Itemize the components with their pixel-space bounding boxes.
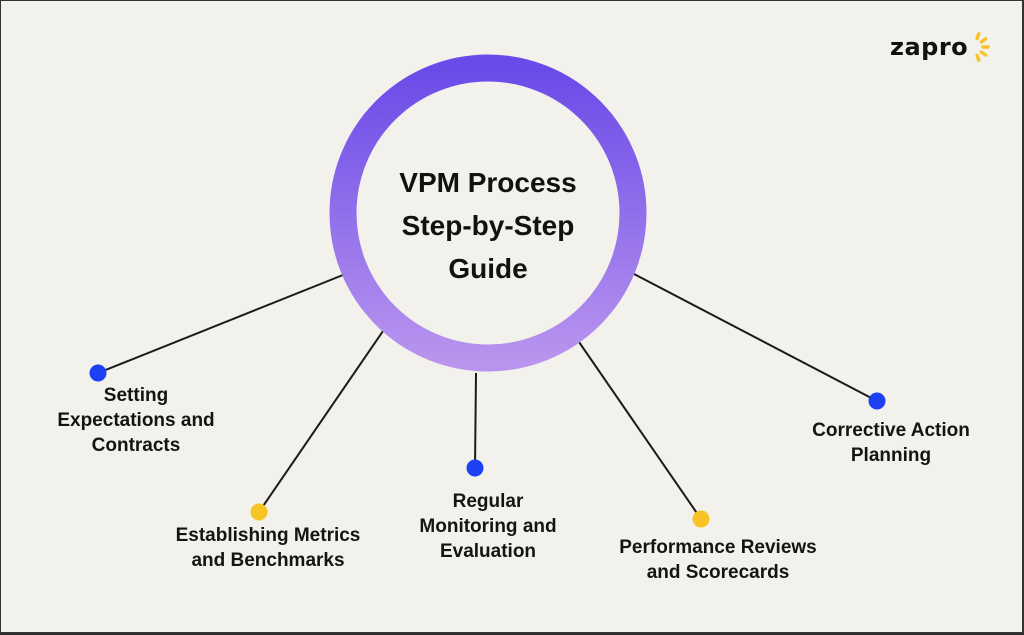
step-label-line: Monitoring and <box>419 516 557 537</box>
step-label-line: Performance Reviews <box>619 537 817 558</box>
center-title-line: Guide <box>448 253 528 284</box>
logo-text: zapro <box>890 33 969 61</box>
step-dot-regular-monitoring <box>466 459 484 477</box>
center-title: VPM Process Step-by-Step Guide <box>368 161 608 290</box>
connector-line-regular-monitoring <box>474 372 477 469</box>
step-label-line: Expectations and <box>57 410 215 431</box>
step-label-line: Establishing Metrics <box>175 525 361 546</box>
sun-ray <box>979 50 988 57</box>
zapro-logo: zapro <box>890 32 994 62</box>
connector-line-establishing-metrics <box>258 330 384 513</box>
center-ring <box>329 54 647 372</box>
step-label-line: and Benchmarks <box>191 550 345 571</box>
step-label-setting-expectations: Setting Expectations and Contracts <box>57 383 214 458</box>
step-label-line: Evaluation <box>439 541 537 562</box>
step-label-line: Contracts <box>91 435 181 456</box>
step-dot-performance-reviews <box>692 510 710 528</box>
step-label-line: Corrective Action <box>812 420 970 441</box>
step-label-corrective-action: Corrective Action Planning <box>812 418 970 468</box>
step-label-establishing-metrics: Establishing Metrics and Benchmarks <box>176 523 361 573</box>
step-label-performance-reviews: Performance Reviews and Scorecards <box>619 535 817 585</box>
step-dot-corrective-action <box>868 392 886 410</box>
center-title-line: VPM Process <box>399 167 577 198</box>
sun-ray <box>975 53 981 62</box>
sun-rays-icon <box>975 32 990 62</box>
sun-ray <box>975 32 981 41</box>
connector-line-corrective-action <box>633 273 878 402</box>
connector-line-performance-reviews <box>578 341 702 520</box>
connector-line-setting-expectations <box>97 274 344 374</box>
step-label-line: Planning <box>850 445 932 466</box>
center-title-line: Step-by-Step <box>401 210 575 241</box>
step-label-line: and Scorecards <box>646 562 790 583</box>
sun-ray <box>979 37 988 44</box>
step-dot-establishing-metrics <box>250 503 268 521</box>
step-label-line: Setting <box>103 385 169 406</box>
step-dot-setting-expectations <box>89 364 107 382</box>
step-label-regular-monitoring: Regular Monitoring and Evaluation <box>419 489 556 564</box>
step-label-line: Regular <box>452 491 524 512</box>
